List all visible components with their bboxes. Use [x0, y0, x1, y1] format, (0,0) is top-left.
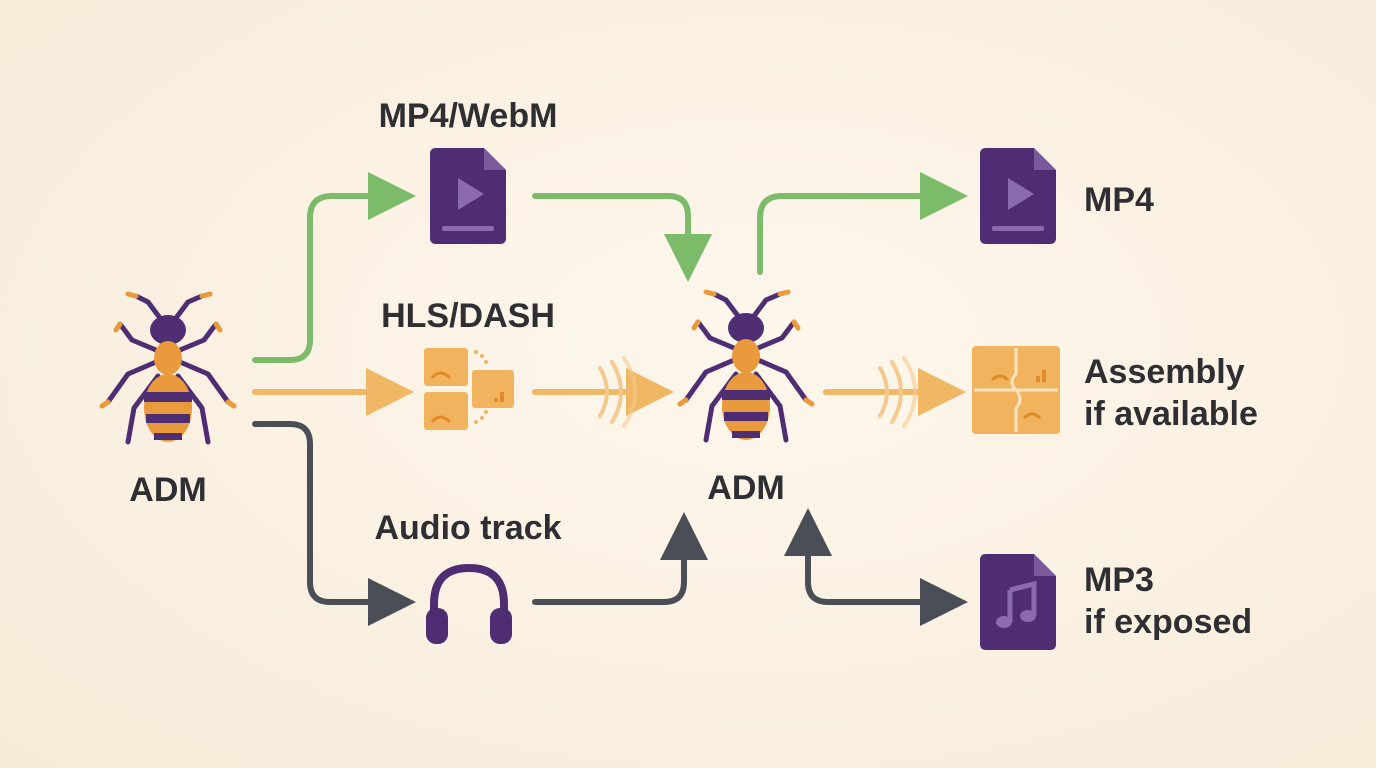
- output-sublabel-assembly: if available: [1084, 395, 1258, 433]
- arrow-mp4webm-to-hub: [532, 193, 712, 282]
- input-label-audio: Audio track: [374, 509, 562, 547]
- arrow-audio-to-hub: [532, 512, 708, 605]
- hub-node-label: ADM: [707, 469, 785, 507]
- output-label-mp4: MP4: [1084, 181, 1154, 219]
- headphones-icon: [426, 563, 512, 644]
- output-label-assembly: Assembly: [1084, 353, 1245, 391]
- arrow-source-to-audio: [252, 421, 416, 626]
- output-label-mp3: MP3: [1084, 561, 1154, 599]
- ant-icon: [677, 289, 815, 443]
- signal-waves-left: [598, 356, 637, 428]
- segments-icon: [424, 348, 514, 430]
- input-label-hlsdash: HLS/DASH: [381, 297, 555, 335]
- ant-icon: [99, 291, 237, 445]
- source-node-label: ADM: [129, 471, 207, 509]
- signal-waves-right: [878, 356, 917, 428]
- arrow-source-to-mp4webm: [252, 172, 416, 363]
- arrow-hub-to-mp4: [757, 172, 968, 275]
- arrow-hub-to-mp3: [805, 533, 968, 626]
- video-file-icon: [430, 148, 506, 244]
- music-file-icon: [980, 554, 1056, 650]
- input-label-mp4webm: MP4/WebM: [378, 97, 558, 135]
- video-file-icon: [980, 148, 1056, 244]
- puzzle-icon: [972, 346, 1060, 434]
- output-sublabel-mp3: if exposed: [1084, 603, 1253, 641]
